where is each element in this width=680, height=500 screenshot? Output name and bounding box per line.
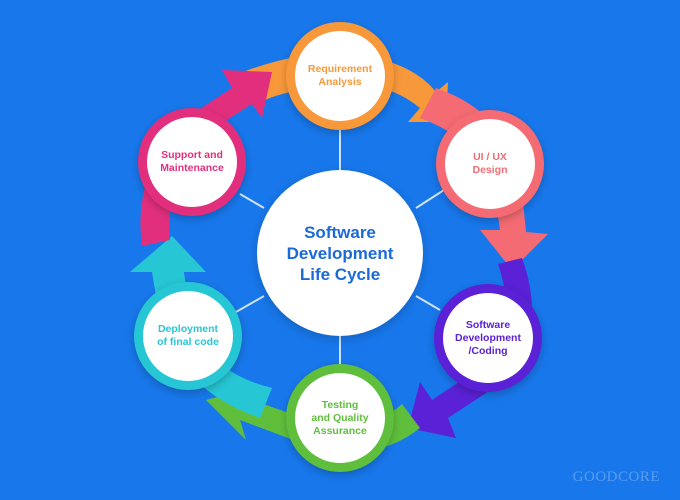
goodcore-watermark: GOODCORE bbox=[572, 469, 660, 485]
phase-node-inner: Support and Maintenance bbox=[147, 117, 237, 207]
spoke-support bbox=[239, 193, 265, 209]
phase-node-inner: UI / UX Design bbox=[445, 119, 535, 209]
phase-label: Support and Maintenance bbox=[160, 149, 224, 174]
phase-label: Deployment of final code bbox=[157, 323, 219, 348]
phase-testing-quality-assurance: Testing and Quality Assurance bbox=[286, 364, 394, 472]
phase-requirement-analysis: Requirement Analysis bbox=[286, 22, 394, 130]
phase-label: UI / UX Design bbox=[472, 151, 508, 176]
phase-support-maintenance: Support and Maintenance bbox=[138, 108, 246, 216]
phase-node-inner: Requirement Analysis bbox=[295, 31, 385, 121]
phase-label: Software Development /Coding bbox=[455, 318, 521, 357]
phase-node-inner: Testing and Quality Assurance bbox=[295, 373, 385, 463]
phase-node-inner: Software Development /Coding bbox=[443, 293, 533, 383]
center-title: Software Development Life Cycle bbox=[286, 222, 394, 284]
center-hub: Software Development Life Cycle bbox=[257, 170, 423, 336]
phase-label: Requirement Analysis bbox=[307, 63, 373, 88]
spoke-coding bbox=[415, 295, 441, 311]
phase-deployment: Deployment of final code bbox=[134, 282, 242, 390]
arrow-deployment-to-support bbox=[130, 236, 272, 418]
phase-label: Testing and Quality Assurance bbox=[311, 398, 369, 437]
phase-ui-ux-design: UI / UX Design bbox=[436, 110, 544, 218]
phase-software-development-coding: Software Development /Coding bbox=[434, 284, 542, 392]
phase-node-inner: Deployment of final code bbox=[143, 291, 233, 381]
spoke-uiux bbox=[415, 189, 445, 209]
spoke-deployment bbox=[235, 295, 265, 313]
